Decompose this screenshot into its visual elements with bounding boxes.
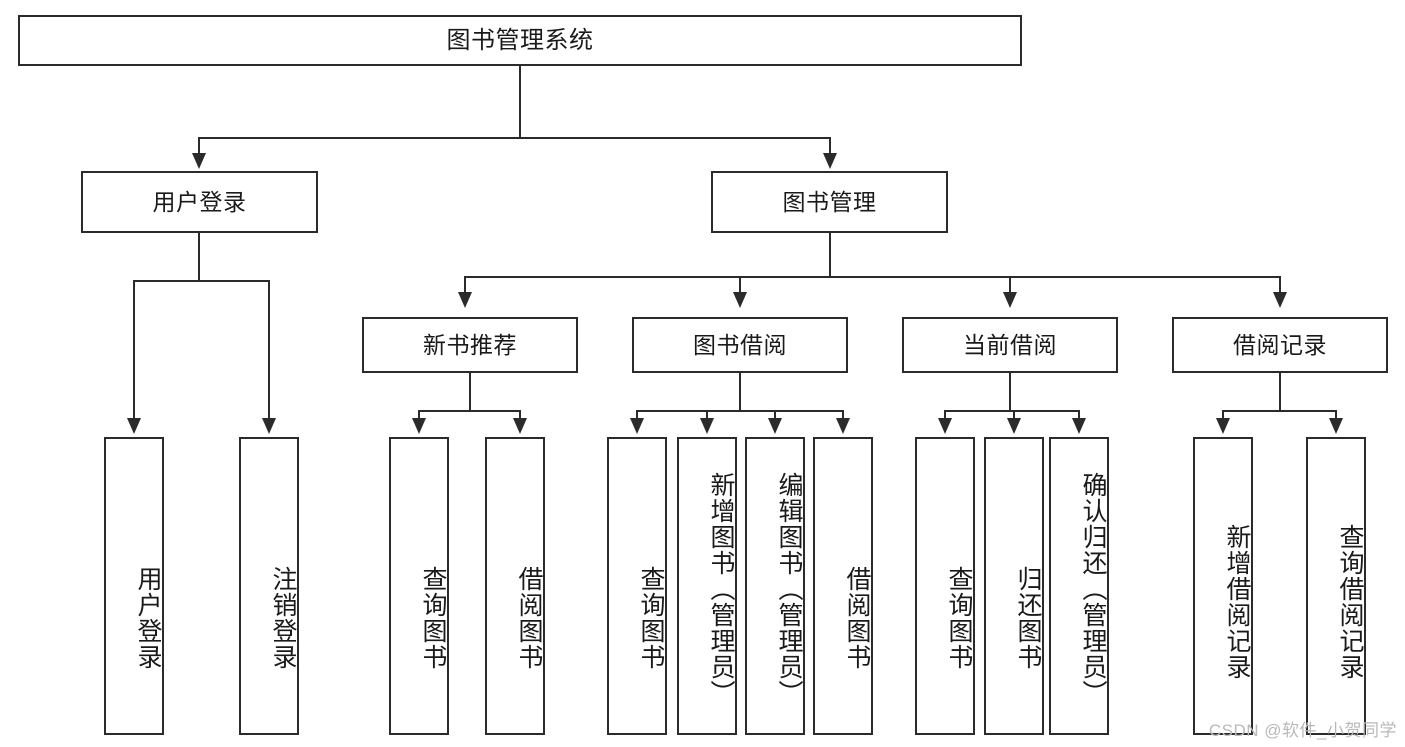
edge-root-to-user-login	[198, 137, 200, 157]
leaf-query-book-bb[interactable]: 查询图书	[607, 437, 667, 735]
edge-to-borrow-record	[1279, 276, 1281, 296]
arrow-down-icon-bb-leaf-1	[630, 418, 644, 434]
leaf-add-borrow-record[interactable]: 新增借阅记录	[1193, 437, 1253, 735]
arrow-down-icon-leaf-logout	[262, 418, 276, 434]
arrow-down-icon-bb-leaf-3	[768, 418, 782, 434]
edge-book-management-bus	[464, 276, 1280, 278]
edge-book-borrow-stem	[739, 373, 741, 411]
leaf-query-borrow-record[interactable]: 查询借阅记录	[1306, 437, 1366, 735]
leaf-user-login[interactable]: 用户登录	[104, 437, 164, 735]
node-book-borrow[interactable]: 图书借阅	[632, 317, 848, 373]
arrow-down-icon-cb-leaf-2	[1007, 418, 1021, 434]
leaf-confirm-return-admin[interactable]: 确认归还（管理员）	[1049, 437, 1109, 735]
edge-new-book-recommend-stem	[469, 373, 471, 411]
edge-nbr-to-leaf-1	[418, 410, 420, 420]
node-user-login[interactable]: 用户登录	[81, 171, 318, 233]
edge-borrow-record-stem	[1279, 373, 1281, 411]
arrow-down-icon-nbr-leaf-1	[412, 418, 426, 434]
node-current-borrow[interactable]: 当前借阅	[902, 317, 1118, 373]
edge-cb-to-leaf-1	[944, 410, 946, 420]
arrow-down-icon-current-borrow	[1003, 292, 1017, 308]
edge-borrow-record-bus	[1222, 410, 1337, 412]
leaf-add-book-admin[interactable]: 新增图书（管理员）	[677, 437, 737, 735]
node-new-book-recommend[interactable]: 新书推荐	[362, 317, 578, 373]
arrow-down-icon-book-borrow	[733, 292, 747, 308]
edge-root-stem	[519, 66, 521, 138]
arrow-down-icon-leaf-user-login	[127, 418, 141, 434]
edge-bb-to-leaf-1	[636, 410, 638, 420]
edge-nbr-to-leaf-2	[519, 410, 521, 420]
edge-to-current-borrow	[1009, 276, 1011, 296]
edge-bb-to-leaf-4	[842, 410, 844, 420]
arrow-down-icon-borrow-record	[1273, 292, 1287, 308]
edge-br-to-leaf-2	[1335, 410, 1337, 420]
leaf-query-book-cb[interactable]: 查询图书	[915, 437, 975, 735]
leaf-return-book[interactable]: 归还图书	[984, 437, 1044, 735]
arrow-down-icon-cb-leaf-3	[1072, 418, 1086, 434]
leaf-borrow-book-bb[interactable]: 借阅图书	[813, 437, 873, 735]
node-book-management[interactable]: 图书管理	[711, 171, 948, 233]
arrow-down-icon-bb-leaf-2	[700, 418, 714, 434]
edge-current-borrow-bus	[944, 410, 1080, 412]
edge-to-new-book-recommend	[464, 276, 466, 296]
arrow-down-icon-new-book-recommend	[458, 292, 472, 308]
edge-root-bus	[198, 137, 831, 139]
edge-root-to-book-management	[829, 137, 831, 157]
edge-user-login-bus	[133, 280, 269, 282]
edge-user-login-stem	[198, 233, 200, 281]
arrow-down-icon-nbr-leaf-2	[513, 418, 527, 434]
edge-book-management-stem	[829, 233, 831, 277]
arrow-down-icon-br-leaf-2	[1329, 418, 1343, 434]
edge-br-to-leaf-1	[1222, 410, 1224, 420]
arrow-down-icon-cb-leaf-1	[938, 418, 952, 434]
leaf-borrow-book-nbr[interactable]: 借阅图书	[485, 437, 545, 735]
edge-current-borrow-stem	[1009, 373, 1011, 411]
arrow-down-icon-book-management	[823, 153, 837, 169]
leaf-query-book-nbr[interactable]: 查询图书	[389, 437, 449, 735]
edge-user-login-to-leaf-1	[133, 280, 135, 420]
leaf-edit-book-admin[interactable]: 编辑图书（管理员）	[745, 437, 805, 735]
arrow-down-icon-bb-leaf-4	[836, 418, 850, 434]
node-borrow-record[interactable]: 借阅记录	[1172, 317, 1388, 373]
edge-bb-to-leaf-3	[774, 410, 776, 420]
edge-bb-to-leaf-2	[706, 410, 708, 420]
edge-to-book-borrow	[739, 276, 741, 296]
watermark-csdn: CSDN @软件_小贺同学	[1208, 721, 1397, 740]
leaf-logout[interactable]: 注销登录	[239, 437, 299, 735]
edge-cb-to-leaf-3	[1078, 410, 1080, 420]
edge-user-login-to-leaf-2	[268, 280, 270, 420]
edge-book-borrow-bus	[636, 410, 844, 412]
arrow-down-icon-user-login	[192, 153, 206, 169]
edge-cb-to-leaf-2	[1013, 410, 1015, 420]
arrow-down-icon-br-leaf-1	[1216, 418, 1230, 434]
node-root-book-management-system[interactable]: 图书管理系统	[18, 15, 1022, 66]
edge-new-book-recommend-bus	[418, 410, 521, 412]
